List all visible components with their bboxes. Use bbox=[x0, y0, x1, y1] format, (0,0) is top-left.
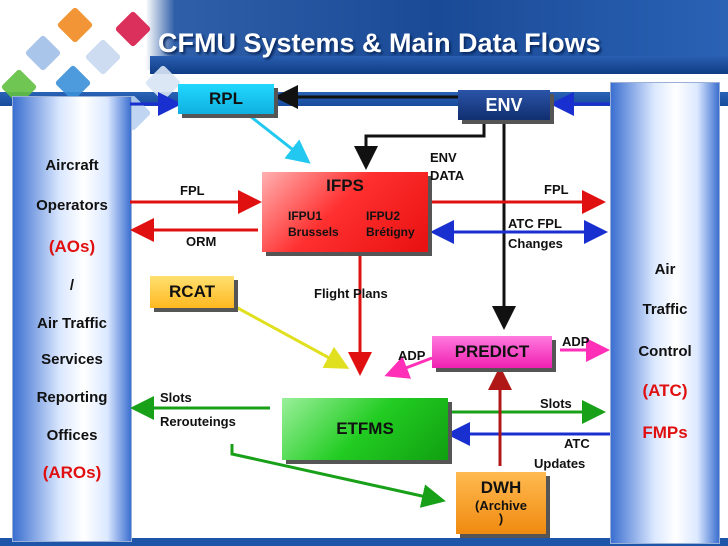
ifpu1-name: IFPU1 bbox=[288, 209, 323, 223]
aircraft-operators-panel: Aircraft Operators (AOs) / Air Traffic S… bbox=[12, 96, 132, 542]
panel-text: Aircraft bbox=[45, 157, 99, 174]
arrow-etfms-to-dwh bbox=[230, 444, 446, 508]
dwh-subtitle: (Archive bbox=[474, 498, 528, 513]
header-shade bbox=[150, 56, 728, 74]
atc-fpl-label: ATC FPL bbox=[508, 216, 562, 231]
fpl-out-label: FPL bbox=[544, 182, 569, 197]
arrow-rpl-to-ifps bbox=[249, 114, 311, 164]
panel-text: Air bbox=[654, 261, 676, 278]
atc-updates-label: ATC bbox=[564, 436, 590, 451]
ifpu2-label: IFPU2 Brétigny bbox=[366, 208, 415, 240]
reroutings-label: Rerouteings bbox=[160, 414, 236, 429]
adp-left-label: ADP bbox=[398, 348, 426, 363]
etfms-box: ETFMS bbox=[282, 398, 448, 460]
slots-right-label: Slots bbox=[540, 396, 572, 411]
rpl-box: RPL bbox=[178, 84, 274, 114]
ifpu1-label: IFPU1 Brussels bbox=[288, 208, 339, 240]
env-data-label: DATA bbox=[430, 168, 465, 183]
page-title: CFMU Systems & Main Data Flows bbox=[158, 28, 601, 58]
ifps-title: IFPS bbox=[326, 176, 364, 195]
fpl-in-label: FPL bbox=[180, 183, 205, 198]
panel-text: (ATC) bbox=[642, 381, 688, 400]
ifps-box: IFPS IFPU1 Brussels IFPU2 Brétigny bbox=[262, 172, 428, 252]
ifpu2-location: Brétigny bbox=[366, 225, 415, 239]
arrow-adp-to-etfms bbox=[384, 356, 433, 379]
bottom-strip bbox=[0, 538, 728, 546]
panel-text: Traffic bbox=[642, 301, 688, 318]
slots-left-label: Slots bbox=[160, 390, 192, 405]
orm-label: ORM bbox=[186, 234, 217, 249]
updates-label: Updates bbox=[534, 456, 586, 471]
panel-text: Operators bbox=[36, 197, 108, 214]
dwh-title: DWH bbox=[480, 478, 522, 497]
panel-text: Offices bbox=[46, 427, 98, 444]
dwh-box: DWH (Archive ) bbox=[456, 472, 546, 534]
changes-label: Changes bbox=[508, 236, 563, 251]
adp-right-label: ADP bbox=[562, 334, 590, 349]
arrow-env-data bbox=[354, 120, 486, 170]
dwh-subtitle-end: ) bbox=[498, 511, 504, 526]
env-box: ENV bbox=[458, 90, 550, 120]
ifpu1-location: Brussels bbox=[288, 225, 339, 239]
flight-plans-label: Flight Plans bbox=[314, 286, 388, 301]
panel-text: (AOs) bbox=[48, 237, 96, 256]
panel-text: / bbox=[69, 277, 75, 294]
predict-box: PREDICT bbox=[432, 336, 552, 368]
air-traffic-control-panel: Air Traffic Control (ATC) FMPs bbox=[610, 82, 720, 544]
env-data-label: ENV bbox=[430, 150, 457, 165]
panel-text: Air Traffic bbox=[36, 315, 108, 332]
rcat-box: RCAT bbox=[150, 276, 234, 308]
arrow-rcat-to-etfms bbox=[233, 304, 350, 369]
panel-text: FMPs bbox=[642, 423, 688, 442]
panel-text: Reporting bbox=[36, 389, 108, 406]
panel-text: Control bbox=[638, 343, 692, 360]
ifpu2-name: IFPU2 bbox=[366, 209, 401, 223]
panel-text: Services bbox=[41, 351, 103, 368]
panel-text: (AROs) bbox=[42, 463, 102, 482]
